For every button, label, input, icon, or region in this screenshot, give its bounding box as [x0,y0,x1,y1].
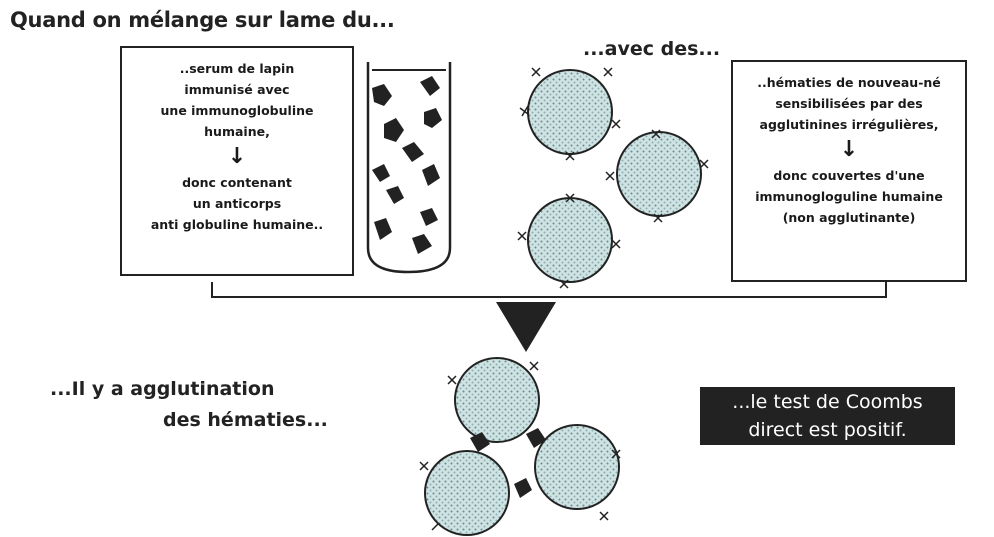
antibody-icon [420,208,438,226]
antibody-icon [412,234,432,254]
antibody-icon [402,142,424,162]
antibody-icon [422,164,440,186]
antibody-icon [372,84,392,106]
antibody-icon [384,118,404,142]
antibody-icon [374,218,392,240]
antibody-icon [386,186,404,204]
antibody-icon [424,108,442,128]
merge-bracket [212,282,886,352]
antibody-icon [514,478,532,498]
test-tube-icon [368,62,450,272]
down-triangle-arrow-icon [496,302,556,352]
red-blood-cell-icon [606,130,708,222]
antibody-icon [372,164,390,182]
agglutinated-cells-icon [420,358,620,535]
red-blood-cell-icon [518,194,620,288]
red-blood-cell-icon [520,68,620,160]
antibody-icon [420,76,440,96]
